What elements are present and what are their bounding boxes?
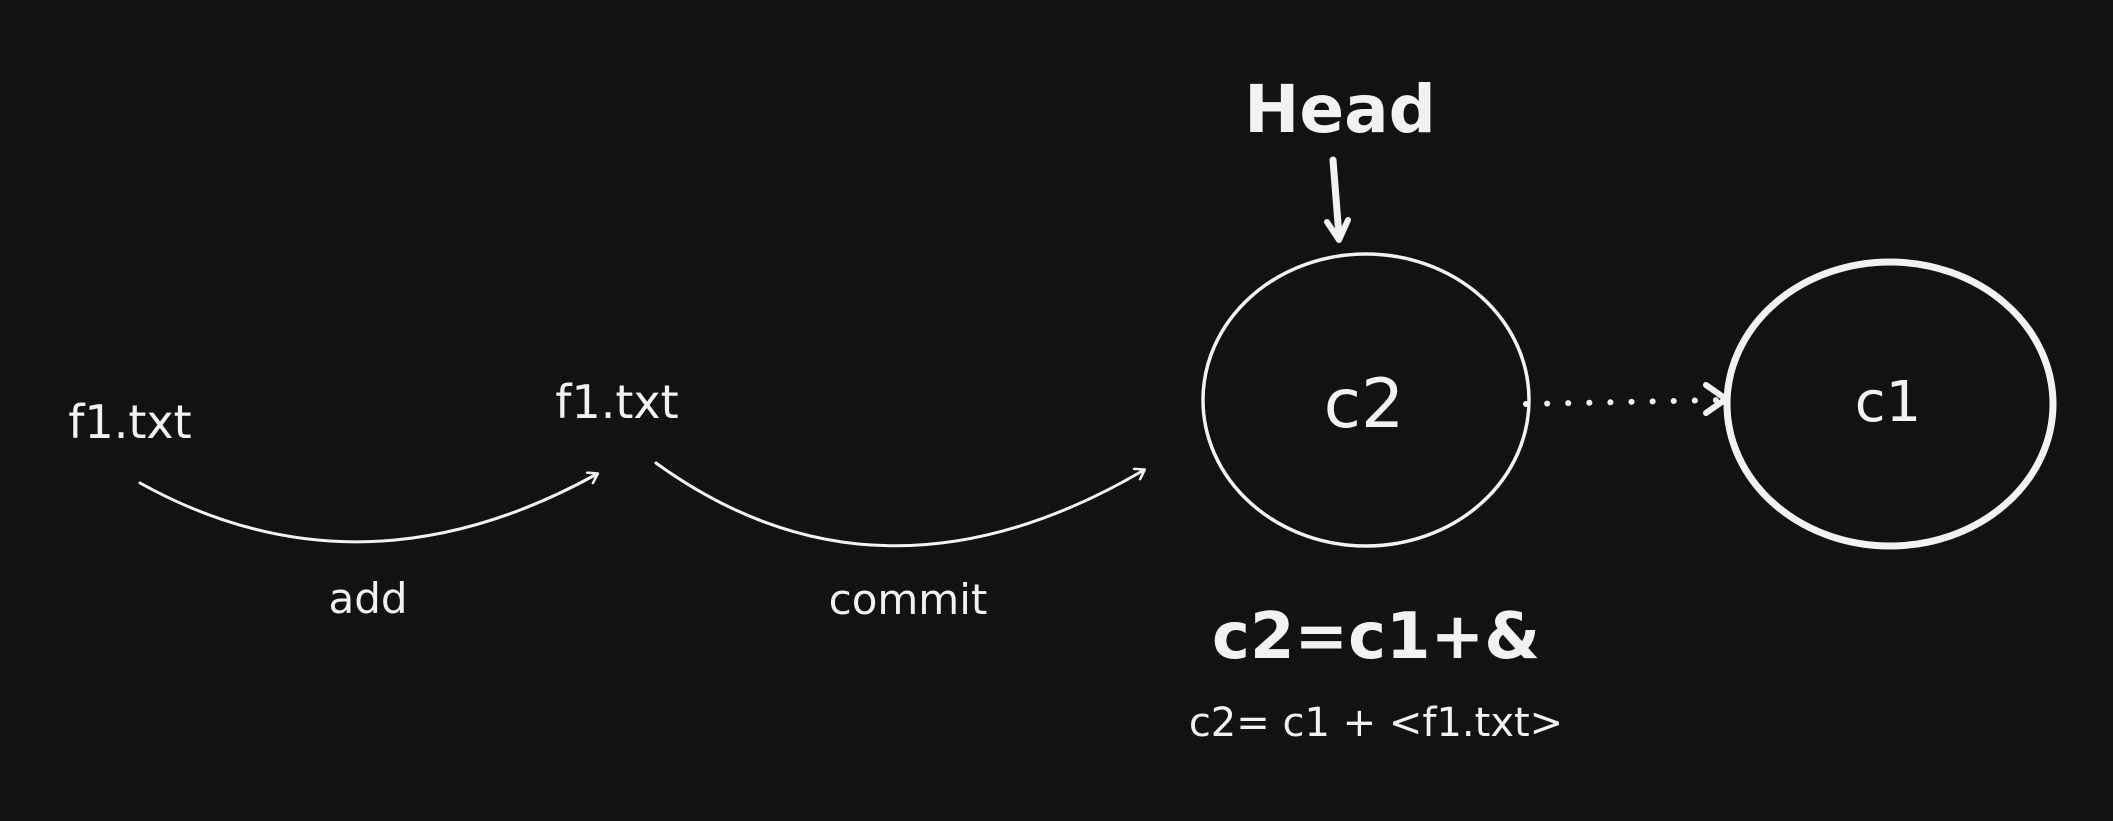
add-edge-label: add xyxy=(328,574,407,623)
parent-link-dotted xyxy=(1523,397,1725,407)
head-label: Head xyxy=(1244,71,1436,148)
commit-c2-node xyxy=(1201,252,1531,548)
add-arrow xyxy=(138,474,597,544)
head-pointer-line xyxy=(1329,156,1343,240)
head-pointer-arrowhead xyxy=(1324,217,1351,243)
equation-detail: c2= c1 + <f1.txt> xyxy=(1189,700,1563,746)
staged-file-label: f1.txt xyxy=(555,375,678,429)
equation-main: c2=c1+& xyxy=(1212,600,1540,674)
commit-c2-label: c2 xyxy=(1324,365,1405,444)
working-file-label: f1.txt xyxy=(68,395,191,449)
commit-c1-label: c1 xyxy=(1855,370,1921,435)
commit-edge-label: commit xyxy=(829,575,988,624)
commit-arrow xyxy=(654,461,1144,548)
commit-c1-node xyxy=(1723,258,2057,550)
